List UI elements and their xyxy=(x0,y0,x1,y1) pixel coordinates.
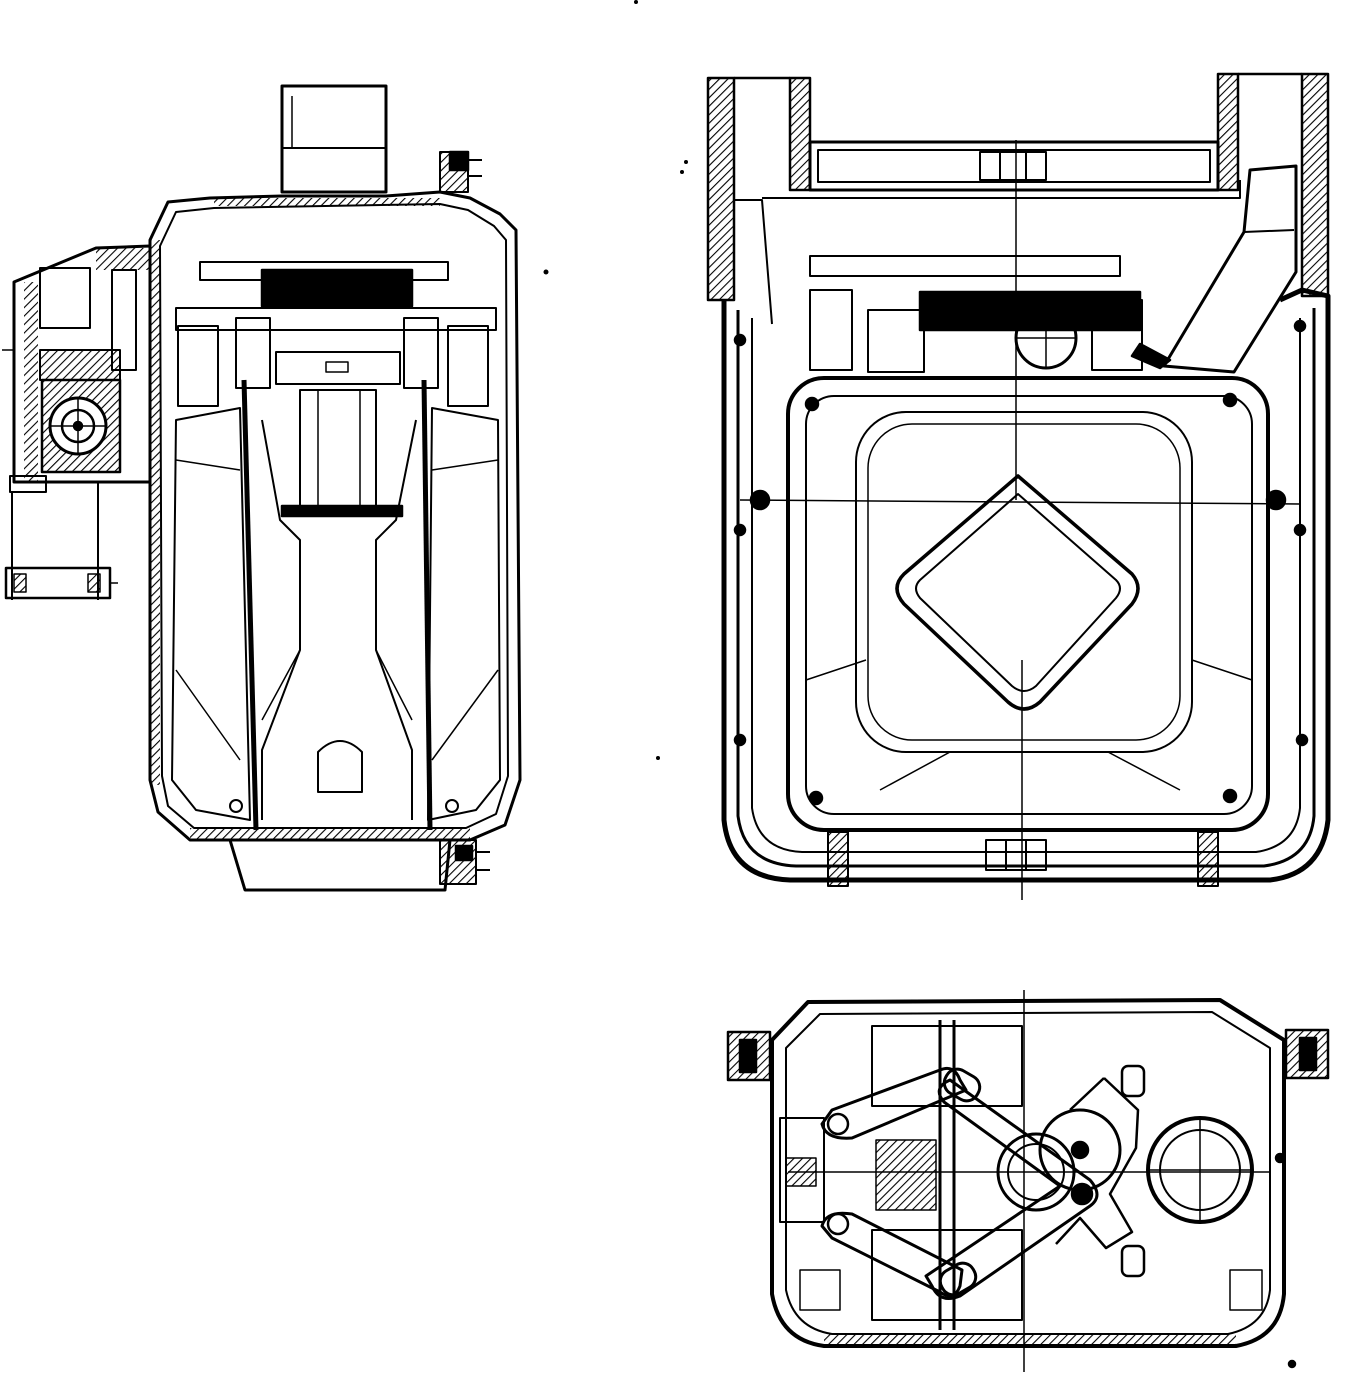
top-plan-view xyxy=(726,990,1330,1372)
stray-marks xyxy=(543,0,688,760)
side-section-view xyxy=(2,84,522,892)
front-section-view xyxy=(706,72,1331,900)
